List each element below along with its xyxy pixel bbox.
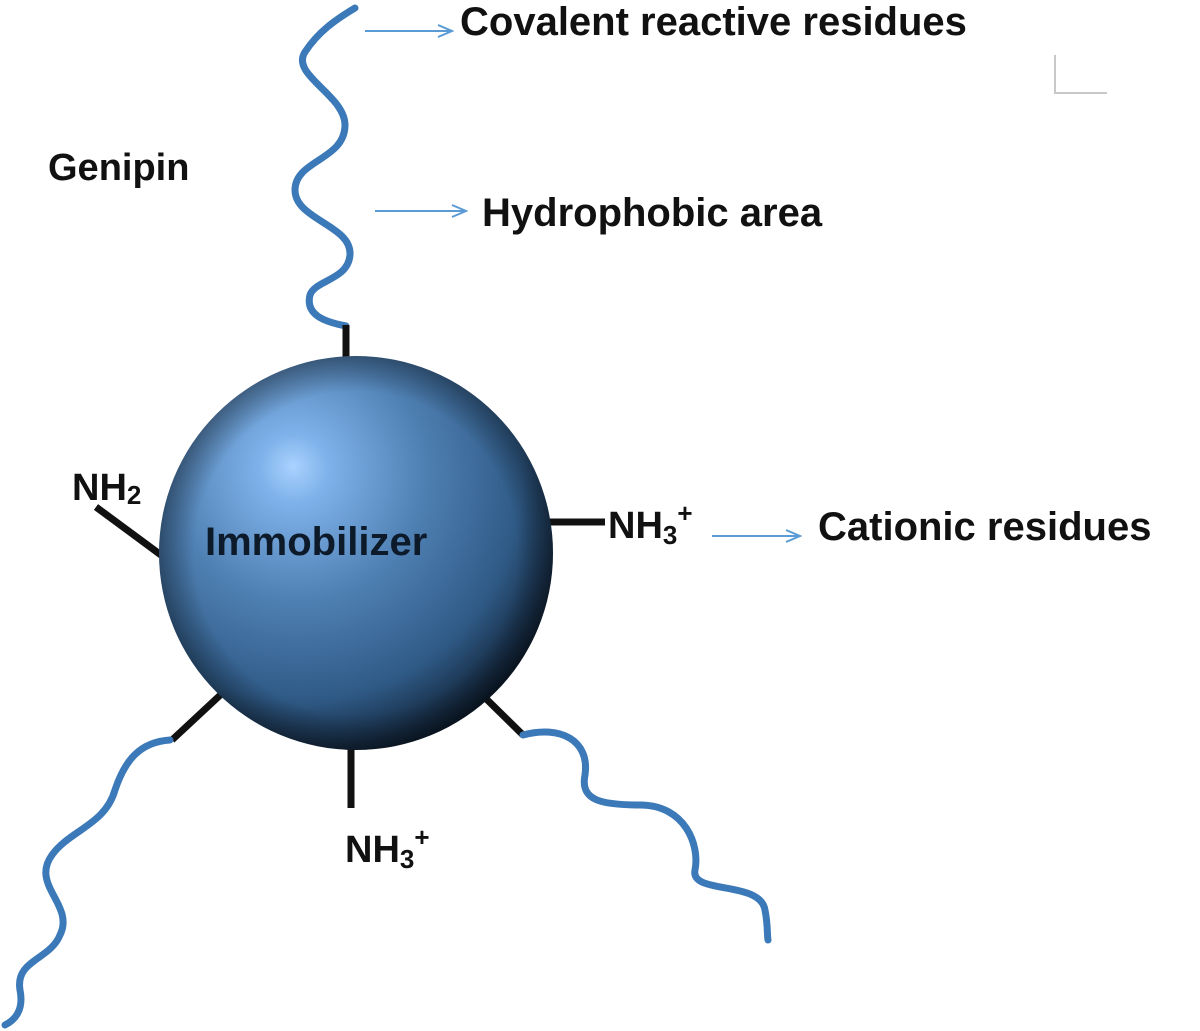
genipin-label: Genipin xyxy=(48,147,189,189)
bottom-right-chain xyxy=(519,728,772,944)
sphere-rim-shade xyxy=(159,356,553,750)
nh3-bottom-label: NH3+ xyxy=(345,822,430,874)
top-chain xyxy=(291,4,359,330)
hydrophobic-label: Hydrophobic area xyxy=(482,191,823,235)
nh3-bottom-superscript: + xyxy=(414,822,429,852)
nh2-subscript: 2 xyxy=(127,480,141,510)
nh2-bond xyxy=(93,504,168,561)
nh2-base: NH xyxy=(72,467,127,509)
covalent-label: Covalent reactive residues xyxy=(460,0,967,44)
bottom-left-chain xyxy=(1,736,174,1029)
nh3-right-base: NH xyxy=(608,505,663,547)
nh3-right-subscript: 3 xyxy=(663,520,677,550)
immobilizer-label: Immobilizer xyxy=(205,520,427,564)
nh2-label: NH2 xyxy=(72,467,141,510)
nh3-bottom-base: NH xyxy=(345,829,400,871)
nh3-right-superscript: + xyxy=(677,498,692,528)
corner-mark xyxy=(1054,55,1107,94)
cationic-label: Cationic residues xyxy=(818,505,1151,549)
nh3-bottom-subscript: 3 xyxy=(400,844,414,874)
nh3-right-label: NH3+ xyxy=(608,498,693,550)
